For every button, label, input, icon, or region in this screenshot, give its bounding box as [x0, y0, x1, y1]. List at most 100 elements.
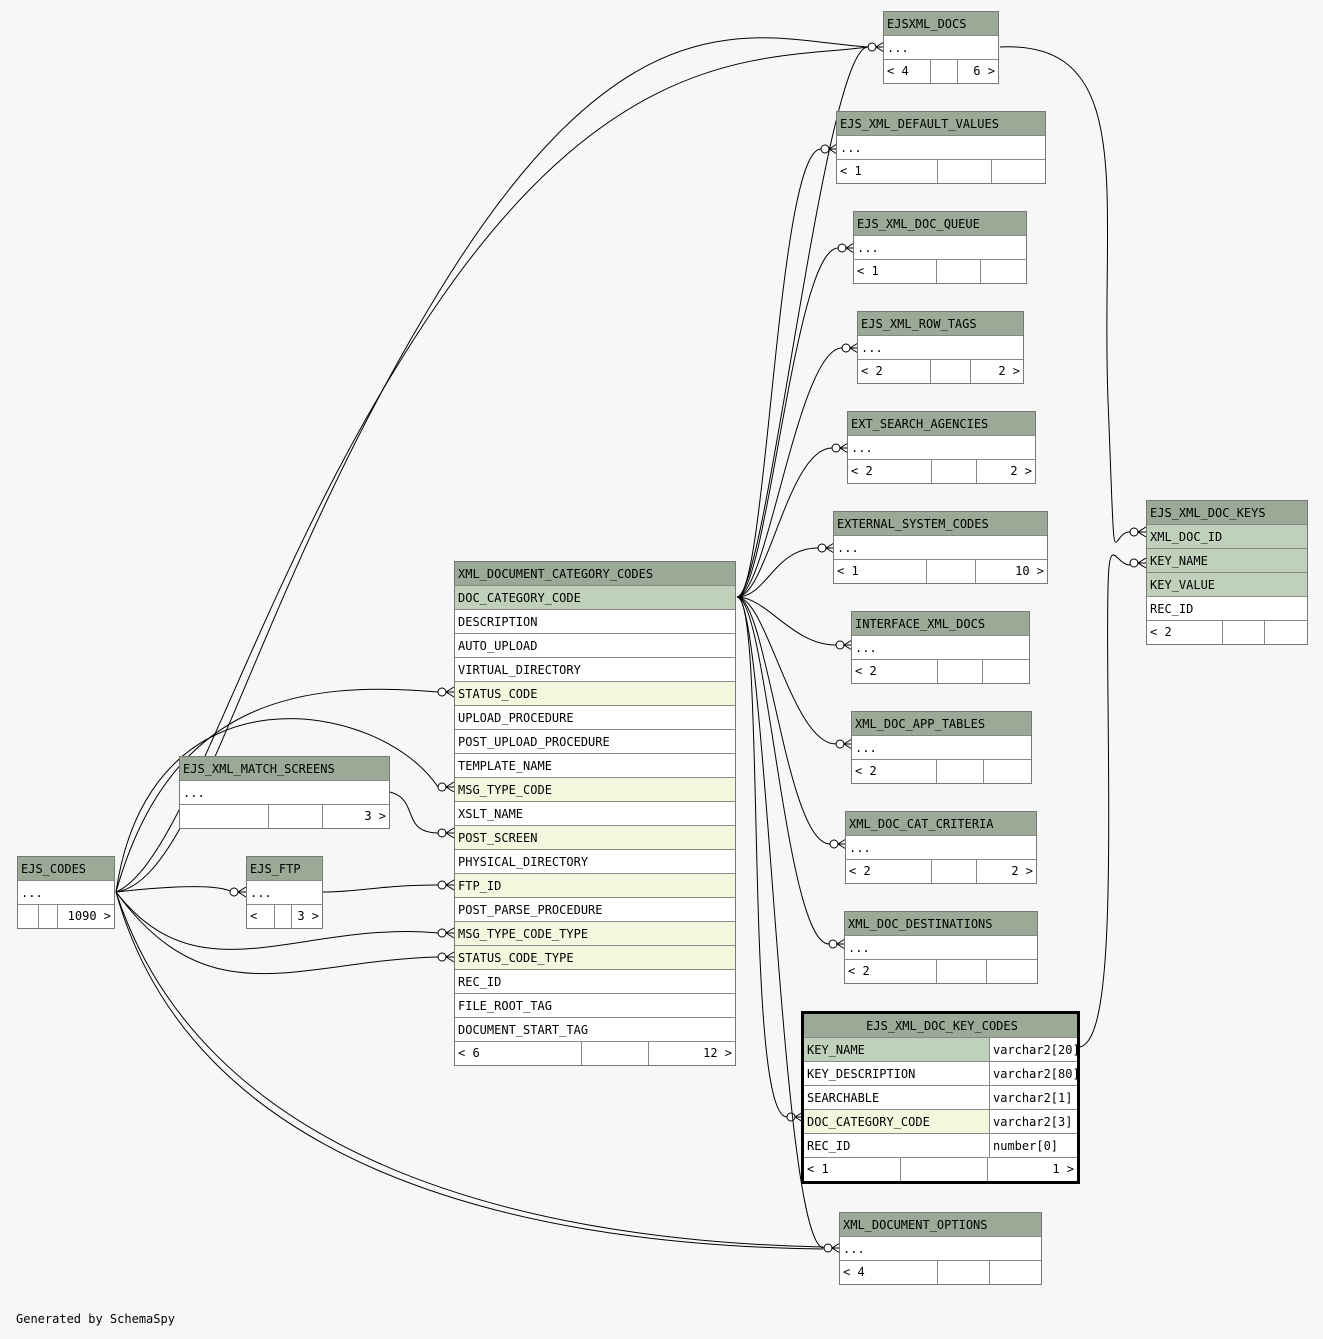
table-title[interactable]: XML_DOCUMENT_OPTIONS — [843, 1218, 988, 1232]
table-xml-document-options[interactable]: XML_DOCUMENT_OPTIONS...< 4 — [839, 1212, 1042, 1285]
table-title[interactable]: EJS_XML_DEFAULT_VALUES — [840, 117, 999, 131]
column-row[interactable]: PHYSICAL_DIRECTORY — [455, 850, 735, 874]
optional-marker — [229, 887, 239, 897]
column-row[interactable]: FILE_ROOT_TAG — [455, 994, 735, 1018]
column-row[interactable]: STATUS_CODE_TYPE — [455, 946, 735, 970]
column-row[interactable]: DOCUMENT_START_TAG — [455, 1018, 735, 1042]
table-xml-doc-destinations[interactable]: XML_DOC_DESTINATIONS...< 2 — [844, 911, 1038, 984]
optional-marker — [437, 687, 447, 697]
child-count: 1 > — [1052, 1162, 1074, 1176]
collapsed-columns-row[interactable]: ... — [884, 36, 998, 60]
column-name: STATUS_CODE_TYPE — [458, 951, 574, 965]
table-title[interactable]: EXT_SEARCH_AGENCIES — [851, 417, 989, 431]
column-row[interactable]: MSG_TYPE_CODE_TYPE — [455, 922, 735, 946]
column-row[interactable]: REC_ID — [1147, 597, 1307, 621]
column-row[interactable]: XML_DOC_ID — [1147, 525, 1307, 549]
column-row[interactable]: DESCRIPTION — [455, 610, 735, 634]
child-count: 2 > — [1011, 864, 1033, 878]
table-ejs-codes[interactable]: EJS_CODES...1090 > — [17, 856, 115, 929]
relationship-line — [736, 447, 833, 598]
child-count — [984, 760, 1031, 783]
column-row[interactable]: KEY_VALUE — [1147, 573, 1307, 597]
column-count — [937, 960, 987, 983]
column-name: DESCRIPTION — [458, 615, 538, 629]
parent-count — [180, 805, 270, 828]
collapsed-columns-row[interactable]: ... — [858, 336, 1023, 360]
collapsed-columns-row[interactable]: ... — [852, 636, 1029, 660]
column-row[interactable]: XSLT_NAME — [455, 802, 735, 826]
collapsed-columns-row[interactable]: ... — [848, 436, 1035, 460]
table-ejs-xml-default-values[interactable]: EJS_XML_DEFAULT_VALUES...< 1 — [836, 111, 1046, 184]
table-title[interactable]: EJSXML_DOCS — [887, 17, 967, 31]
column-row[interactable]: MSG_TYPE_CODE — [455, 778, 735, 802]
table-title[interactable]: EJS_XML_MATCH_SCREENS — [183, 762, 335, 776]
child-count: 10 > — [1015, 564, 1044, 578]
collapsed-columns-row[interactable]: ... — [180, 781, 389, 805]
column-name: ... — [183, 786, 205, 800]
table-ejs-ftp[interactable]: EJS_FTP...< 23 > — [246, 856, 323, 929]
column-row[interactable]: POST_SCREEN — [455, 826, 735, 850]
many-marker — [825, 542, 835, 554]
table-ejs-xml-doc-queue[interactable]: EJS_XML_DOC_QUEUE...< 1 — [853, 211, 1027, 284]
column-row[interactable]: AUTO_UPLOAD — [455, 634, 735, 658]
table-title[interactable]: EJS_XML_DOC_KEYS — [1150, 506, 1266, 520]
column-name: ... — [887, 41, 909, 55]
table-title[interactable]: EJS_XML_DOC_QUEUE — [857, 217, 980, 231]
column-row[interactable]: STATUS_CODE — [455, 682, 735, 706]
collapsed-columns-row[interactable]: ... — [837, 136, 1045, 160]
column-row[interactable]: REC_ID — [455, 970, 735, 994]
table-title[interactable]: XML_DOCUMENT_CATEGORY_CODES — [458, 567, 654, 581]
column-row[interactable]: DOC_CATEGORY_CODE — [455, 586, 735, 610]
column-row[interactable]: UPLOAD_PROCEDURE — [455, 706, 735, 730]
column-row[interactable]: FTP_ID — [455, 874, 735, 898]
collapsed-columns-row[interactable]: ... — [18, 881, 114, 905]
table-title[interactable]: XML_DOC_DESTINATIONS — [848, 917, 993, 931]
relationship-line — [736, 596, 831, 845]
relationship-line — [736, 596, 788, 1118]
many-marker — [843, 639, 853, 651]
relationship-count-footer: < 23 > — [247, 905, 322, 928]
column-row[interactable]: POST_PARSE_PROCEDURE — [455, 898, 735, 922]
table-title[interactable]: EJS_CODES — [21, 862, 87, 876]
column-count — [275, 905, 292, 928]
column-row[interactable]: POST_UPLOAD_PROCEDURE — [455, 730, 735, 754]
collapsed-columns-row[interactable]: ... — [846, 836, 1036, 860]
column-row[interactable]: VIRTUAL_DIRECTORY — [455, 658, 735, 682]
optional-marker — [831, 443, 841, 453]
collapsed-columns-row[interactable]: ... — [854, 236, 1026, 260]
table-ejs-xml-match-screens[interactable]: EJS_XML_MATCH_SCREENS...3 > — [179, 756, 390, 829]
table-xml-document-category-codes[interactable]: XML_DOCUMENT_CATEGORY_CODES DOC_CATEGORY_… — [454, 561, 736, 1066]
table-xml-doc-app-tables[interactable]: XML_DOC_APP_TABLES...< 2 — [851, 711, 1032, 784]
table-title[interactable]: XML_DOC_CAT_CRITERIA — [849, 817, 994, 831]
collapsed-columns-row[interactable]: ... — [840, 1237, 1041, 1261]
column-row[interactable]: TEMPLATE_NAME — [455, 754, 735, 778]
column-row[interactable]: KEY_NAME — [1147, 549, 1307, 573]
table-title[interactable]: EXTERNAL_SYSTEM_CODES — [837, 517, 989, 531]
table-title[interactable]: XML_DOC_APP_TABLES — [855, 717, 986, 731]
many-marker — [836, 938, 846, 950]
table-title[interactable]: EJS_XML_DOC_KEY_CODES — [866, 1019, 1018, 1033]
table-title[interactable]: EJS_XML_ROW_TAGS — [861, 317, 977, 331]
table-interface-xml-docs[interactable]: INTERFACE_XML_DOCS...< 2 — [851, 611, 1030, 684]
table-title[interactable]: INTERFACE_XML_DOCS — [855, 617, 986, 631]
collapsed-columns-row[interactable]: ... — [845, 936, 1037, 960]
child-count: 3 > — [297, 909, 320, 923]
parent-count: < 2 — [848, 460, 933, 483]
collapsed-columns-row[interactable]: ... — [247, 881, 322, 905]
collapsed-columns-row[interactable]: ... — [852, 736, 1031, 760]
collapsed-columns-row[interactable]: ... — [834, 536, 1047, 560]
table-title[interactable]: EJS_FTP — [250, 862, 301, 876]
